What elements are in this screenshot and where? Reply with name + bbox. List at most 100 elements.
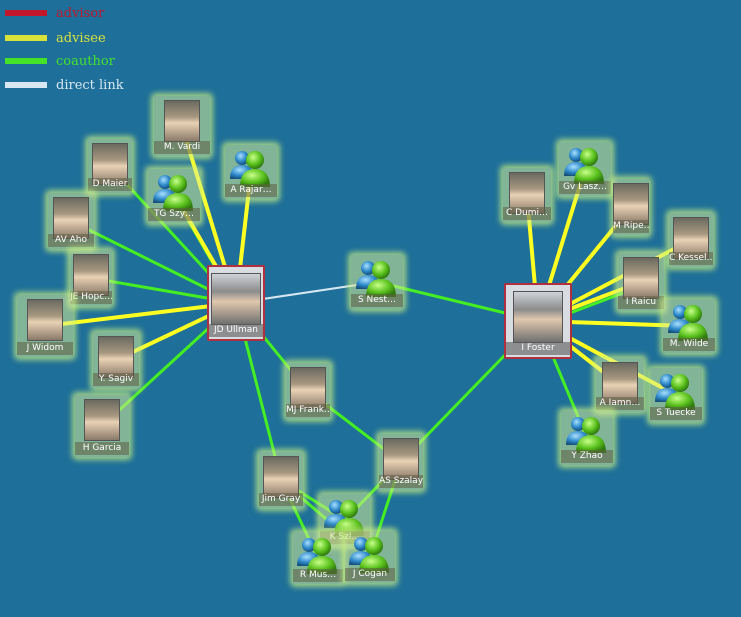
node-label: I Foster xyxy=(506,342,570,355)
node-zhao[interactable]: Y Zhao xyxy=(561,411,613,465)
node-ullman[interactable]: JD Ullman xyxy=(207,265,265,341)
node-label: S Nest… xyxy=(351,294,403,307)
node-card[interactable]: AV Aho xyxy=(48,193,94,249)
node-card[interactable]: M Ripe… xyxy=(613,179,649,235)
legend-item-direct-link: direct link xyxy=(5,77,124,93)
person-photo-icon xyxy=(53,197,89,239)
node-card[interactable]: Y Zhao xyxy=(561,411,613,465)
node-card[interactable]: I Raicu xyxy=(618,253,664,311)
legend-label-advisee: advisee xyxy=(56,30,106,46)
node-card[interactable]: M. Wilde xyxy=(663,299,715,353)
node-label: Jim Gray xyxy=(259,493,303,506)
legend-swatch-advisor xyxy=(5,10,47,16)
node-card[interactable]: Y. Sagiv xyxy=(93,332,139,388)
user-avatar-icon xyxy=(562,144,608,186)
node-card[interactable]: TG Szy… xyxy=(148,169,200,223)
node-cogan[interactable]: J Cogan xyxy=(345,531,395,583)
node-label: M Ripe… xyxy=(613,220,649,233)
node-iamn[interactable]: A Iamn… xyxy=(596,358,644,412)
person-photo-icon xyxy=(27,299,63,341)
node-szalay[interactable]: AS Szalay xyxy=(379,434,423,490)
node-card[interactable]: H Garcia xyxy=(75,395,129,457)
node-card[interactable]: J Widom xyxy=(17,295,73,357)
person-photo-icon xyxy=(623,257,659,299)
node-label: C Kessel… xyxy=(669,252,713,265)
node-label: A Rajar… xyxy=(225,184,277,197)
node-garcia[interactable]: H Garcia xyxy=(75,395,129,457)
node-card[interactable]: M. Vardi xyxy=(154,96,210,156)
node-card[interactable]: Jim Gray xyxy=(259,452,303,508)
node-maier[interactable]: D Maier xyxy=(88,139,132,193)
node-label: C Dumi… xyxy=(503,207,551,220)
node-card[interactable]: MJ Frank… xyxy=(286,363,330,419)
node-sagiv[interactable]: Y. Sagiv xyxy=(93,332,139,388)
node-card[interactable]: Gv Lasz… xyxy=(559,142,611,196)
node-card[interactable]: A Rajar… xyxy=(225,145,277,199)
node-label: A Iamn… xyxy=(596,397,644,410)
legend-swatch-direct-link xyxy=(5,82,47,88)
person-photo-icon xyxy=(211,273,261,325)
node-label: J Widom xyxy=(17,342,73,355)
legend-label-direct-link: direct link xyxy=(56,77,124,93)
node-label: M. Vardi xyxy=(154,141,210,154)
node-label: Gv Lasz… xyxy=(559,181,611,194)
node-label: Y. Sagiv xyxy=(93,373,139,386)
user-avatar-icon xyxy=(564,413,610,455)
node-card[interactable]: AS Szalay xyxy=(379,434,423,490)
node-ripe[interactable]: M Ripe… xyxy=(613,179,649,235)
person-photo-icon xyxy=(383,438,419,480)
node-label: S Tuecke xyxy=(650,407,702,420)
person-photo-icon xyxy=(84,399,120,441)
user-avatar-icon xyxy=(354,257,400,299)
node-card[interactable]: JE Hopc… xyxy=(70,250,112,306)
node-wilde[interactable]: M. Wilde xyxy=(663,299,715,353)
node-rajar[interactable]: A Rajar… xyxy=(225,145,277,199)
person-photo-icon xyxy=(263,456,299,498)
node-label: JE Hopc… xyxy=(70,291,112,304)
node-label: MJ Frank… xyxy=(286,404,330,417)
node-card[interactable]: R Mus… xyxy=(293,532,343,584)
user-avatar-icon xyxy=(653,370,699,412)
legend-swatch-advisee xyxy=(5,35,47,41)
node-label: AV Aho xyxy=(48,234,94,247)
node-label: H Garcia xyxy=(75,442,129,455)
node-label: Y Zhao xyxy=(561,450,613,463)
node-tuecke[interactable]: S Tuecke xyxy=(650,368,702,422)
node-dumi[interactable]: C Dumi… xyxy=(503,168,551,222)
node-nest[interactable]: S Nest… xyxy=(351,255,403,309)
node-card[interactable]: C Dumi… xyxy=(503,168,551,222)
node-label: JD Ullman xyxy=(209,324,263,337)
node-kessel[interactable]: C Kessel… xyxy=(669,213,713,267)
node-label: I Raicu xyxy=(618,296,664,309)
node-aho[interactable]: AV Aho xyxy=(48,193,94,249)
node-card[interactable]: A Iamn… xyxy=(596,358,644,412)
legend-item-advisor: advisor xyxy=(5,5,104,21)
legend-label-advisor: advisor xyxy=(56,5,105,21)
node-gray[interactable]: Jim Gray xyxy=(259,452,303,508)
node-card[interactable]: S Tuecke xyxy=(650,368,702,422)
node-label: M. Wilde xyxy=(663,338,715,351)
user-avatar-icon xyxy=(666,301,712,343)
node-vardi[interactable]: M. Vardi xyxy=(154,96,210,156)
person-photo-icon xyxy=(164,100,200,142)
node-card[interactable]: C Kessel… xyxy=(669,213,713,267)
node-raicu[interactable]: I Raicu xyxy=(618,253,664,311)
node-hopc[interactable]: JE Hopc… xyxy=(70,250,112,306)
node-card[interactable]: JD Ullman xyxy=(207,265,265,341)
node-lasz[interactable]: Gv Lasz… xyxy=(559,142,611,196)
legend-label-coauthor: coauthor xyxy=(56,53,115,69)
node-label: TG Szy… xyxy=(148,208,200,221)
node-card[interactable]: D Maier xyxy=(88,139,132,193)
legend-swatch-coauthor xyxy=(5,58,47,64)
node-foster[interactable]: I Foster xyxy=(504,283,572,359)
person-photo-icon xyxy=(613,183,649,225)
node-widom[interactable]: J Widom xyxy=(17,295,73,357)
person-photo-icon xyxy=(98,336,134,378)
node-mus[interactable]: R Mus… xyxy=(293,532,343,584)
node-card[interactable]: S Nest… xyxy=(351,255,403,309)
node-frank[interactable]: MJ Frank… xyxy=(286,363,330,419)
person-photo-icon xyxy=(513,291,563,343)
node-card[interactable]: J Cogan xyxy=(345,531,395,583)
node-szy[interactable]: TG Szy… xyxy=(148,169,200,223)
node-card[interactable]: I Foster xyxy=(504,283,572,359)
